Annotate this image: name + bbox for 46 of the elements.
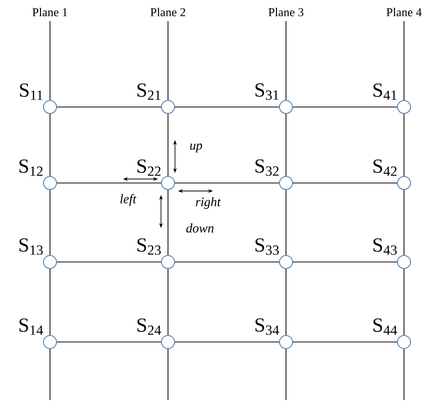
junction-circle: [279, 100, 293, 114]
junction-circle: [397, 176, 411, 190]
state-label: S$_{44}$: [374, 318, 398, 335]
state-label: S$_{22}$: [138, 159, 161, 176]
junction-circle: [279, 335, 293, 349]
state-label: S$_{23}$: [138, 238, 161, 255]
junction-circle: [397, 335, 411, 349]
state-label: S$_{33}$: [256, 238, 279, 255]
junction-circle: [43, 100, 57, 114]
direction-label: down: [186, 223, 214, 233]
state-label: S$_{11}$: [20, 83, 42, 100]
grid-line: [56, 106, 162, 108]
grid-line: [56, 182, 162, 184]
junction-circle: [161, 255, 175, 269]
state-label: S$_{13}$: [20, 238, 43, 255]
state-label: S$_{43}$: [374, 238, 397, 255]
state-label: S$_{34}$: [256, 318, 280, 335]
state-label: S$_{12}$: [20, 159, 43, 176]
plane-label: Plane 4: [386, 8, 422, 16]
junction-circle: [161, 100, 175, 114]
junction-circle: [43, 335, 57, 349]
state-label: S$_{24}$: [138, 318, 162, 335]
state-label: S$_{14}$: [20, 318, 44, 335]
junction-circle: [43, 176, 57, 190]
grid-line: [292, 182, 398, 184]
state-label: S$_{42}$: [374, 159, 397, 176]
junction-circle: [279, 255, 293, 269]
junction-circle: [279, 176, 293, 190]
junction-circle: [43, 255, 57, 269]
direction-label: left: [120, 194, 137, 206]
plane-label: Plane 2: [150, 8, 186, 16]
plane-label: Plane 1: [32, 8, 68, 16]
direction-label: right: [196, 197, 221, 209]
junction-circle: [397, 255, 411, 269]
junction-circle: [161, 335, 175, 349]
direction-label: up: [190, 144, 202, 152]
junction-circle: [161, 176, 175, 190]
grid-line: [292, 106, 398, 108]
junction-circle: [397, 100, 411, 114]
grid-line: [174, 106, 280, 108]
state-label: S$_{32}$: [256, 159, 279, 176]
plane-label: Plane 3: [268, 8, 304, 16]
state-label: S$_{31}$: [256, 83, 278, 100]
grid-line: [174, 182, 280, 184]
state-label: S$_{41}$: [374, 83, 396, 100]
state-label: S$_{21}$: [138, 83, 160, 100]
